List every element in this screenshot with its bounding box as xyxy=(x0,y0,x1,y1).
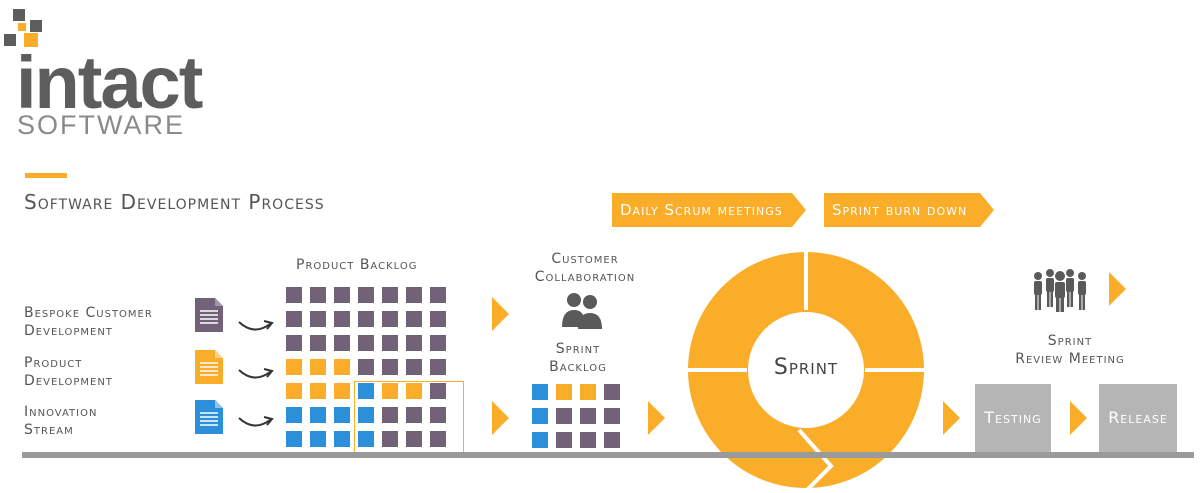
backlog-item-tile xyxy=(556,408,572,424)
backlog-item-tile xyxy=(310,311,326,327)
flow-arrow-icon xyxy=(943,401,960,435)
product-backlog-label: Product Backlog xyxy=(296,257,418,273)
backlog-item-tile xyxy=(532,384,548,400)
backlog-item-tile xyxy=(580,408,596,424)
backlog-item-tile xyxy=(430,431,446,447)
backlog-item-tile xyxy=(430,335,446,351)
backlog-item-tile xyxy=(430,311,446,327)
backlog-item-tile xyxy=(310,407,326,423)
backlog-item-tile xyxy=(286,407,302,423)
logo-mark-icon xyxy=(4,9,42,47)
backlog-item-tile xyxy=(604,408,620,424)
document-icon xyxy=(195,298,223,332)
curved-arrow-icon xyxy=(238,368,274,379)
burn-down-banner: Sprint burn down xyxy=(824,193,994,227)
backlog-item-tile xyxy=(430,287,446,303)
team-icon xyxy=(1034,269,1086,312)
curved-arrow-icon xyxy=(238,320,274,331)
backlog-item-tile xyxy=(358,431,374,447)
logo-wordmark: intact xyxy=(16,41,203,124)
backlog-item-tile xyxy=(334,431,350,447)
logo: intact SOFTWARE xyxy=(0,0,240,140)
backlog-item-tile xyxy=(406,407,422,423)
backlog-item-tile xyxy=(334,335,350,351)
backlog-item-tile xyxy=(310,335,326,351)
logo-subtitle: SOFTWARE xyxy=(17,110,185,140)
backlog-item-tile xyxy=(286,383,302,399)
backlog-item-tile xyxy=(286,431,302,447)
sprint-cycle-ring xyxy=(686,249,926,491)
curved-arrow-icon xyxy=(238,416,274,427)
backlog-item-tile xyxy=(532,408,548,424)
backlog-item-tile xyxy=(556,384,572,400)
backlog-item-tile xyxy=(580,432,596,448)
backlog-item-tile xyxy=(382,359,398,375)
backlog-item-tile xyxy=(580,384,596,400)
backlog-item-tile xyxy=(358,335,374,351)
backlog-item-tile xyxy=(406,335,422,351)
timeline-baseline xyxy=(22,452,1194,458)
people-icon xyxy=(562,293,602,329)
release-box: Release xyxy=(1099,384,1177,452)
backlog-item-tile xyxy=(358,383,374,399)
title-accent-bar xyxy=(25,173,67,178)
backlog-item-tile xyxy=(406,359,422,375)
backlog-item-tile xyxy=(334,383,350,399)
backlog-item-tile xyxy=(358,287,374,303)
backlog-item-tile xyxy=(334,359,350,375)
flow-arrow-icon xyxy=(492,401,509,435)
document-icon xyxy=(195,350,223,384)
backlog-item-tile xyxy=(406,311,422,327)
sprint-backlog-grid xyxy=(532,384,627,454)
backlog-item-tile xyxy=(382,287,398,303)
backlog-item-tile xyxy=(286,311,302,327)
product-backlog-grid xyxy=(286,287,456,452)
backlog-item-tile xyxy=(310,431,326,447)
backlog-item-tile xyxy=(406,431,422,447)
backlog-item-tile xyxy=(286,335,302,351)
daily-scrum-banner: Daily Scrum meetings xyxy=(612,193,806,227)
backlog-item-tile xyxy=(406,383,422,399)
page-title: Software Development Process xyxy=(24,190,325,214)
backlog-item-tile xyxy=(556,432,572,448)
backlog-item-tile xyxy=(604,384,620,400)
backlog-item-tile xyxy=(358,407,374,423)
backlog-item-tile xyxy=(430,383,446,399)
sprint-selection-box xyxy=(354,381,464,453)
backlog-item-tile xyxy=(358,311,374,327)
backlog-item-tile xyxy=(334,407,350,423)
backlog-item-tile xyxy=(406,287,422,303)
backlog-item-tile xyxy=(382,431,398,447)
backlog-item-tile xyxy=(430,359,446,375)
backlog-item-tile xyxy=(358,359,374,375)
backlog-item-tile xyxy=(310,359,326,375)
flow-arrow-icon xyxy=(648,401,665,435)
backlog-item-tile xyxy=(430,407,446,423)
backlog-item-tile xyxy=(382,311,398,327)
backlog-item-tile xyxy=(382,335,398,351)
sprint-label: Sprint xyxy=(773,355,839,380)
document-icon xyxy=(195,400,223,434)
backlog-item-tile xyxy=(310,287,326,303)
backlog-item-tile xyxy=(604,432,620,448)
flow-arrow-icon xyxy=(1109,272,1126,306)
backlog-item-tile xyxy=(382,383,398,399)
backlog-item-tile xyxy=(334,287,350,303)
backlog-item-tile xyxy=(532,432,548,448)
flow-arrow-icon xyxy=(492,297,509,331)
flow-arrow-icon xyxy=(1070,401,1087,435)
testing-box: Testing xyxy=(975,384,1051,452)
backlog-item-tile xyxy=(286,287,302,303)
backlog-item-tile xyxy=(310,383,326,399)
backlog-item-tile xyxy=(382,407,398,423)
backlog-item-tile xyxy=(334,311,350,327)
backlog-item-tile xyxy=(286,359,302,375)
